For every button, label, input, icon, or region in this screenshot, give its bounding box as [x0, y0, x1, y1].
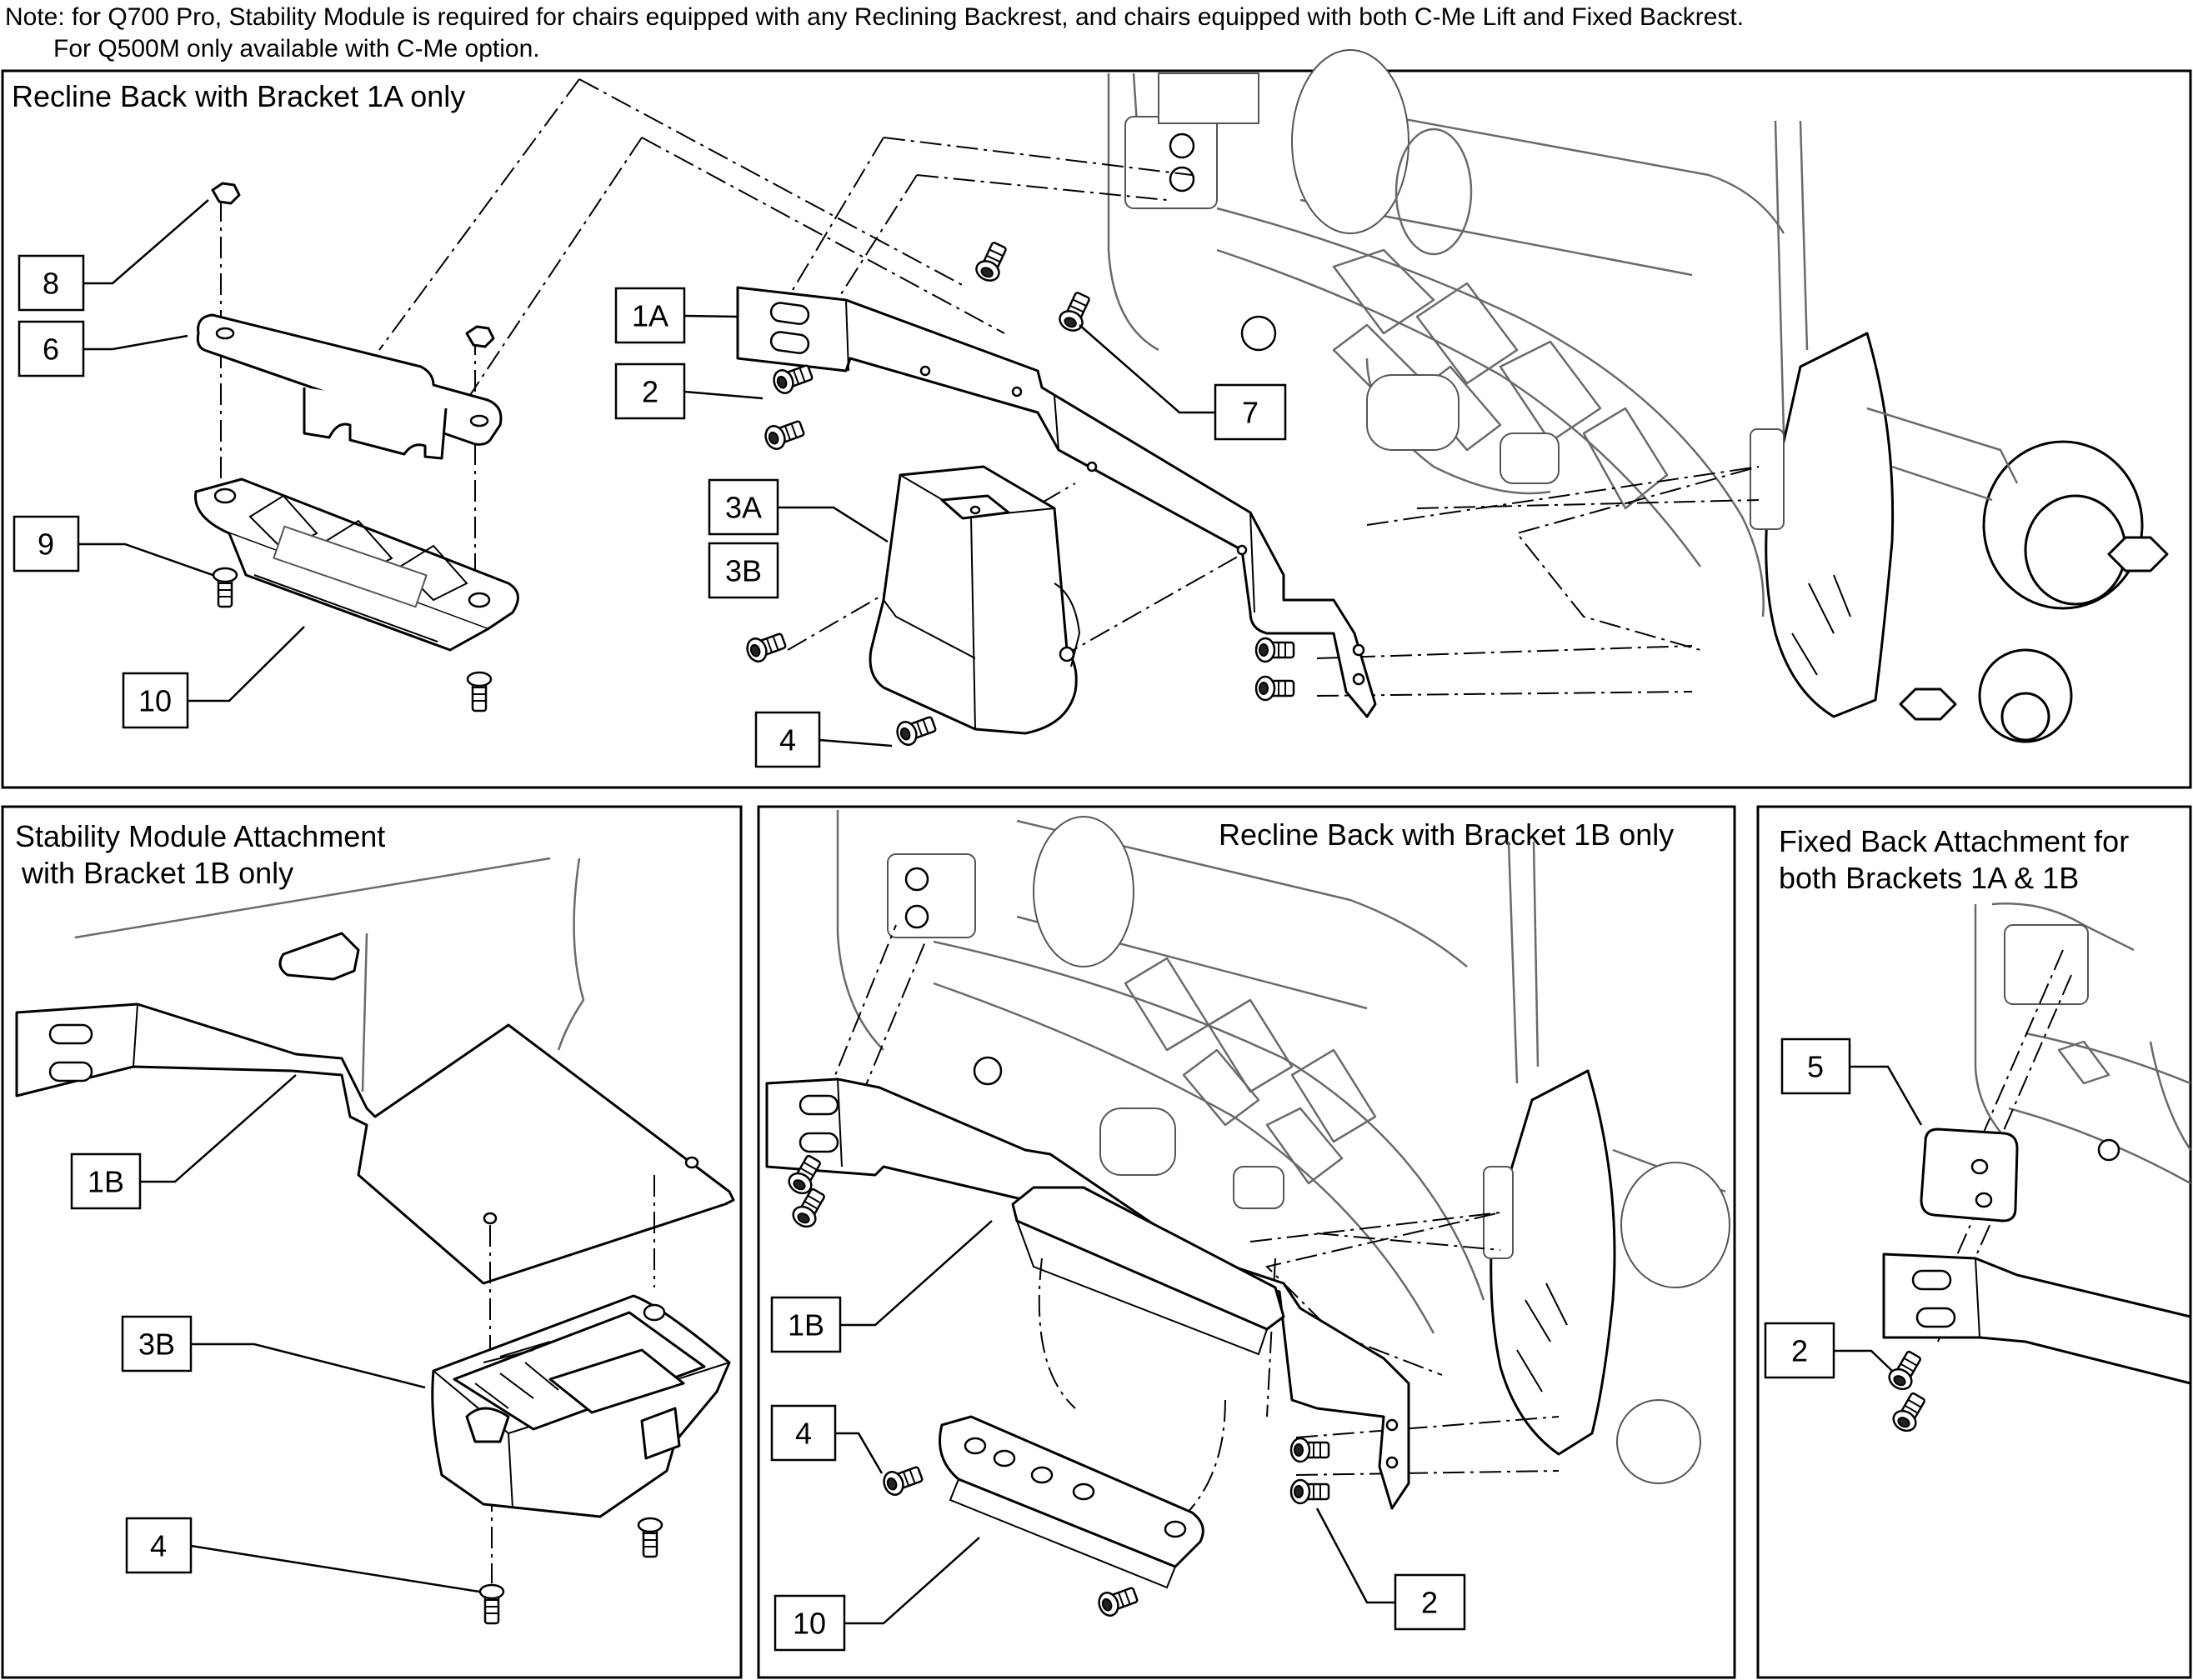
- panel-frame: [1, 805, 743, 1679]
- callout-8: 8: [18, 199, 209, 312]
- panel-title-line-2: both Brackets 1A & 1B: [1779, 861, 2079, 895]
- callout-2: 2: [614, 362, 764, 420]
- callout-3b: 3B: [708, 542, 779, 599]
- panel-frame: [757, 805, 1736, 1679]
- chair-frame-background: [1107, 49, 2169, 743]
- svg-text:2: 2: [642, 375, 658, 409]
- panel-title: Recline Back with Bracket 1A only: [12, 79, 465, 113]
- note-line-1: Note: for Q700 Pro, Stability Module is …: [5, 3, 1744, 31]
- callout-10: 10: [774, 1537, 980, 1652]
- part-8-nut: [211, 182, 241, 205]
- callout-4: 4: [770, 1404, 884, 1474]
- callout-1b: 1B: [770, 1220, 993, 1353]
- panel-title-line-2: with Bracket 1B only: [21, 856, 293, 890]
- callout-7: 7: [1079, 324, 1287, 441]
- panel-recline-bracket-1a: Recline Back with Bracket 1A only: [1, 49, 2192, 789]
- panel-recline-bracket-1b: Recline Back with Bracket 1B only: [757, 805, 1736, 1679]
- panel-frame: [1756, 805, 2192, 1679]
- chair-frame-background: [836, 810, 1730, 1484]
- callout-3b: 3B: [121, 1315, 426, 1389]
- svg-text:1B: 1B: [788, 1308, 824, 1342]
- svg-text:3B: 3B: [138, 1328, 175, 1362]
- svg-text:4: 4: [795, 1417, 812, 1451]
- svg-text:8: 8: [43, 267, 59, 301]
- panel-title-line-1: Stability Module Attachment: [15, 819, 385, 853]
- part-1b-bracket: [15, 1002, 735, 1285]
- bracket-end: [1882, 1252, 2192, 1385]
- panel-fixed-back-attachment: Fixed Back Attachment for both Brackets …: [1756, 805, 2192, 1679]
- svg-text:10: 10: [793, 1607, 826, 1641]
- callout-2: 2: [1764, 1322, 1893, 1379]
- callout-10: 10: [122, 626, 305, 729]
- part-8-nut-2: [465, 325, 495, 348]
- panel-frame: [1, 69, 2192, 789]
- svg-text:4: 4: [150, 1529, 167, 1563]
- panel-stability-module-bracket-1b: Stability Module Attachment with Bracket…: [1, 805, 743, 1679]
- part-1b-bracket: [765, 1078, 1410, 1510]
- callout-2: 2: [1315, 1508, 1466, 1631]
- part-6-flange: [303, 388, 448, 460]
- callout-4: 4: [754, 711, 893, 768]
- callout-9: 9: [13, 515, 213, 577]
- svg-text:9: 9: [38, 528, 54, 562]
- svg-text:3A: 3A: [725, 491, 762, 525]
- svg-text:1A: 1A: [632, 299, 668, 333]
- callout-1a: 1A: [614, 287, 739, 344]
- callout-6: 6: [18, 320, 188, 378]
- svg-text:4: 4: [779, 723, 796, 758]
- callout-4: 4: [125, 1517, 480, 1593]
- svg-text:1B: 1B: [88, 1165, 124, 1199]
- panel-title-line-1: Fixed Back Attachment for: [1779, 824, 2129, 858]
- svg-text:10: 10: [138, 684, 172, 718]
- svg-text:5: 5: [1807, 1050, 1824, 1084]
- svg-text:6: 6: [43, 332, 59, 367]
- part-5-spacer: [1920, 1128, 2019, 1222]
- panel-title: Recline Back with Bracket 1B only: [1219, 818, 1674, 852]
- callout-3a: 3A: [708, 478, 889, 543]
- svg-text:7: 7: [1242, 396, 1259, 430]
- callout-1b: 1B: [70, 1074, 297, 1210]
- svg-text:2: 2: [1791, 1334, 1808, 1368]
- svg-text:3B: 3B: [725, 554, 762, 588]
- svg-text:2: 2: [1421, 1586, 1438, 1620]
- callout-5: 5: [1780, 1038, 1923, 1126]
- note-line-2: For Q500M only available with C-Me optio…: [53, 35, 540, 62]
